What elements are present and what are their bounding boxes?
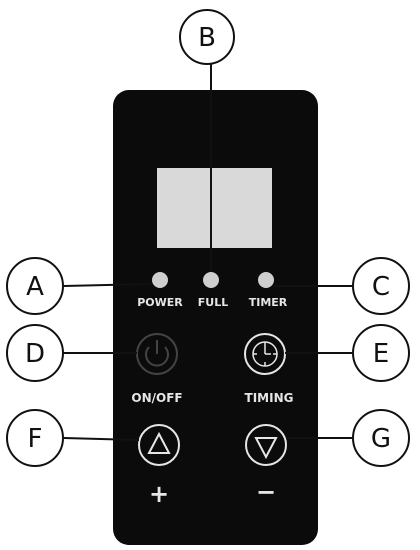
minus-label: − (256, 478, 276, 506)
callout-d-label: D (25, 339, 45, 369)
callout-b-label: B (198, 23, 216, 53)
timing-button-label: TIMING (245, 391, 294, 405)
callout-f: F (6, 409, 64, 467)
timer-indicator-light (258, 272, 274, 288)
display-screen (157, 168, 272, 248)
power-indicator-label: POWER (137, 296, 183, 309)
down-button[interactable] (245, 424, 287, 466)
down-triangle-icon (254, 437, 278, 460)
clock-icon (252, 341, 278, 367)
callout-g-label: G (371, 424, 391, 454)
callout-f-label: F (28, 424, 43, 454)
timer-indicator-label: TIMER (249, 296, 288, 309)
callout-e: E (352, 324, 410, 382)
onoff-button-label: ON/OFF (131, 391, 182, 405)
leader-line-f (63, 437, 140, 441)
callout-g: G (352, 409, 410, 467)
up-button[interactable] (138, 424, 180, 466)
callout-a-label: A (26, 272, 44, 302)
callout-c: C (352, 257, 410, 315)
up-triangle-icon (147, 431, 171, 454)
leader-line-a (63, 283, 153, 287)
callout-a: A (6, 257, 64, 315)
power-icon (145, 340, 169, 367)
full-indicator-light (203, 272, 219, 288)
callout-d: D (6, 324, 64, 382)
control-panel (113, 90, 318, 545)
power-indicator-light (152, 272, 168, 288)
callout-c-label: C (372, 272, 390, 302)
full-indicator-label: FULL (198, 296, 228, 309)
callout-e-label: E (373, 339, 389, 369)
plus-label: + (149, 480, 169, 508)
callout-b: B (179, 9, 235, 65)
